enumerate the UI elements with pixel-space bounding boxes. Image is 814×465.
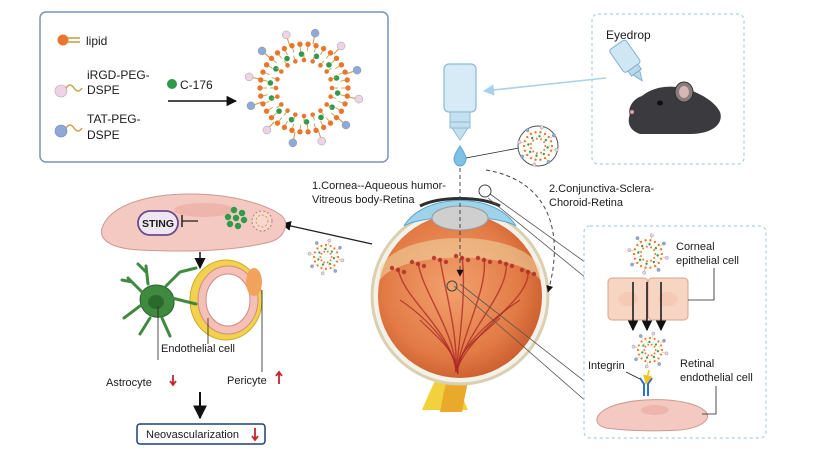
corneal-label-line2: epithelial cell (676, 255, 739, 267)
endosome (252, 211, 272, 231)
integrin-label: Integrin (588, 360, 625, 372)
legend-irgd-line2: DSPE (87, 83, 120, 97)
endothelial-cell-top: STING (102, 194, 286, 251)
astrocyte-icon (122, 264, 196, 336)
legend-drug-label: C-176 (180, 78, 213, 92)
corneal-label-line1: Corneal (676, 241, 715, 253)
eyedrop-label: Eyedrop (606, 28, 651, 42)
endothelial-label: Endothelial cell (161, 343, 235, 355)
legend-tat-line2: DSPE (87, 128, 120, 142)
sting-label: STING (142, 218, 174, 230)
neovascularization-label: Neovascularization (146, 429, 239, 441)
vessel-cross-section (190, 260, 262, 340)
pericyte-up-arrow (276, 372, 282, 384)
drop-callout-line (466, 148, 519, 158)
retinal-label-line1: Retinal (680, 358, 714, 370)
retinal-label-line2: endothelial cell (680, 372, 753, 384)
route2-label-line2: Choroid-Retina (549, 197, 624, 209)
pericyte-label: Pericyte (227, 375, 267, 387)
eyedrop-bottle-icon (444, 64, 476, 166)
legend-tat-line1: TAT-PEG- (87, 112, 141, 126)
legend-lipid-label: lipid (86, 34, 107, 48)
drug-icon (167, 79, 177, 89)
uptake-arrow (282, 224, 372, 244)
transport-panel: Corneal epithelial cell Integrin Retinal… (584, 226, 766, 438)
route2-label-line1: 2.Conjunctiva-Sclera- (549, 183, 654, 195)
astrocyte-down-arrow (170, 375, 176, 385)
route1-label-line1: 1.Cornea--Aqueous humor- (312, 180, 446, 192)
pericyte-body (246, 268, 262, 296)
route1-label-line2: Vitreous body-Retina (312, 194, 415, 206)
astrocyte-label: Astrocyte (106, 377, 152, 389)
liposome-left (308, 239, 344, 275)
mouse-to-bottle-arrow (484, 78, 606, 91)
legend-irgd-line1: iRGD-PEG- (87, 68, 150, 82)
conjunctiva-marker (479, 185, 491, 197)
legend-panel: lipid iRGD-PEG- DSPE TAT-PEG- DSPE C-176 (40, 12, 388, 162)
corneal-epithelial-cells (608, 278, 688, 320)
